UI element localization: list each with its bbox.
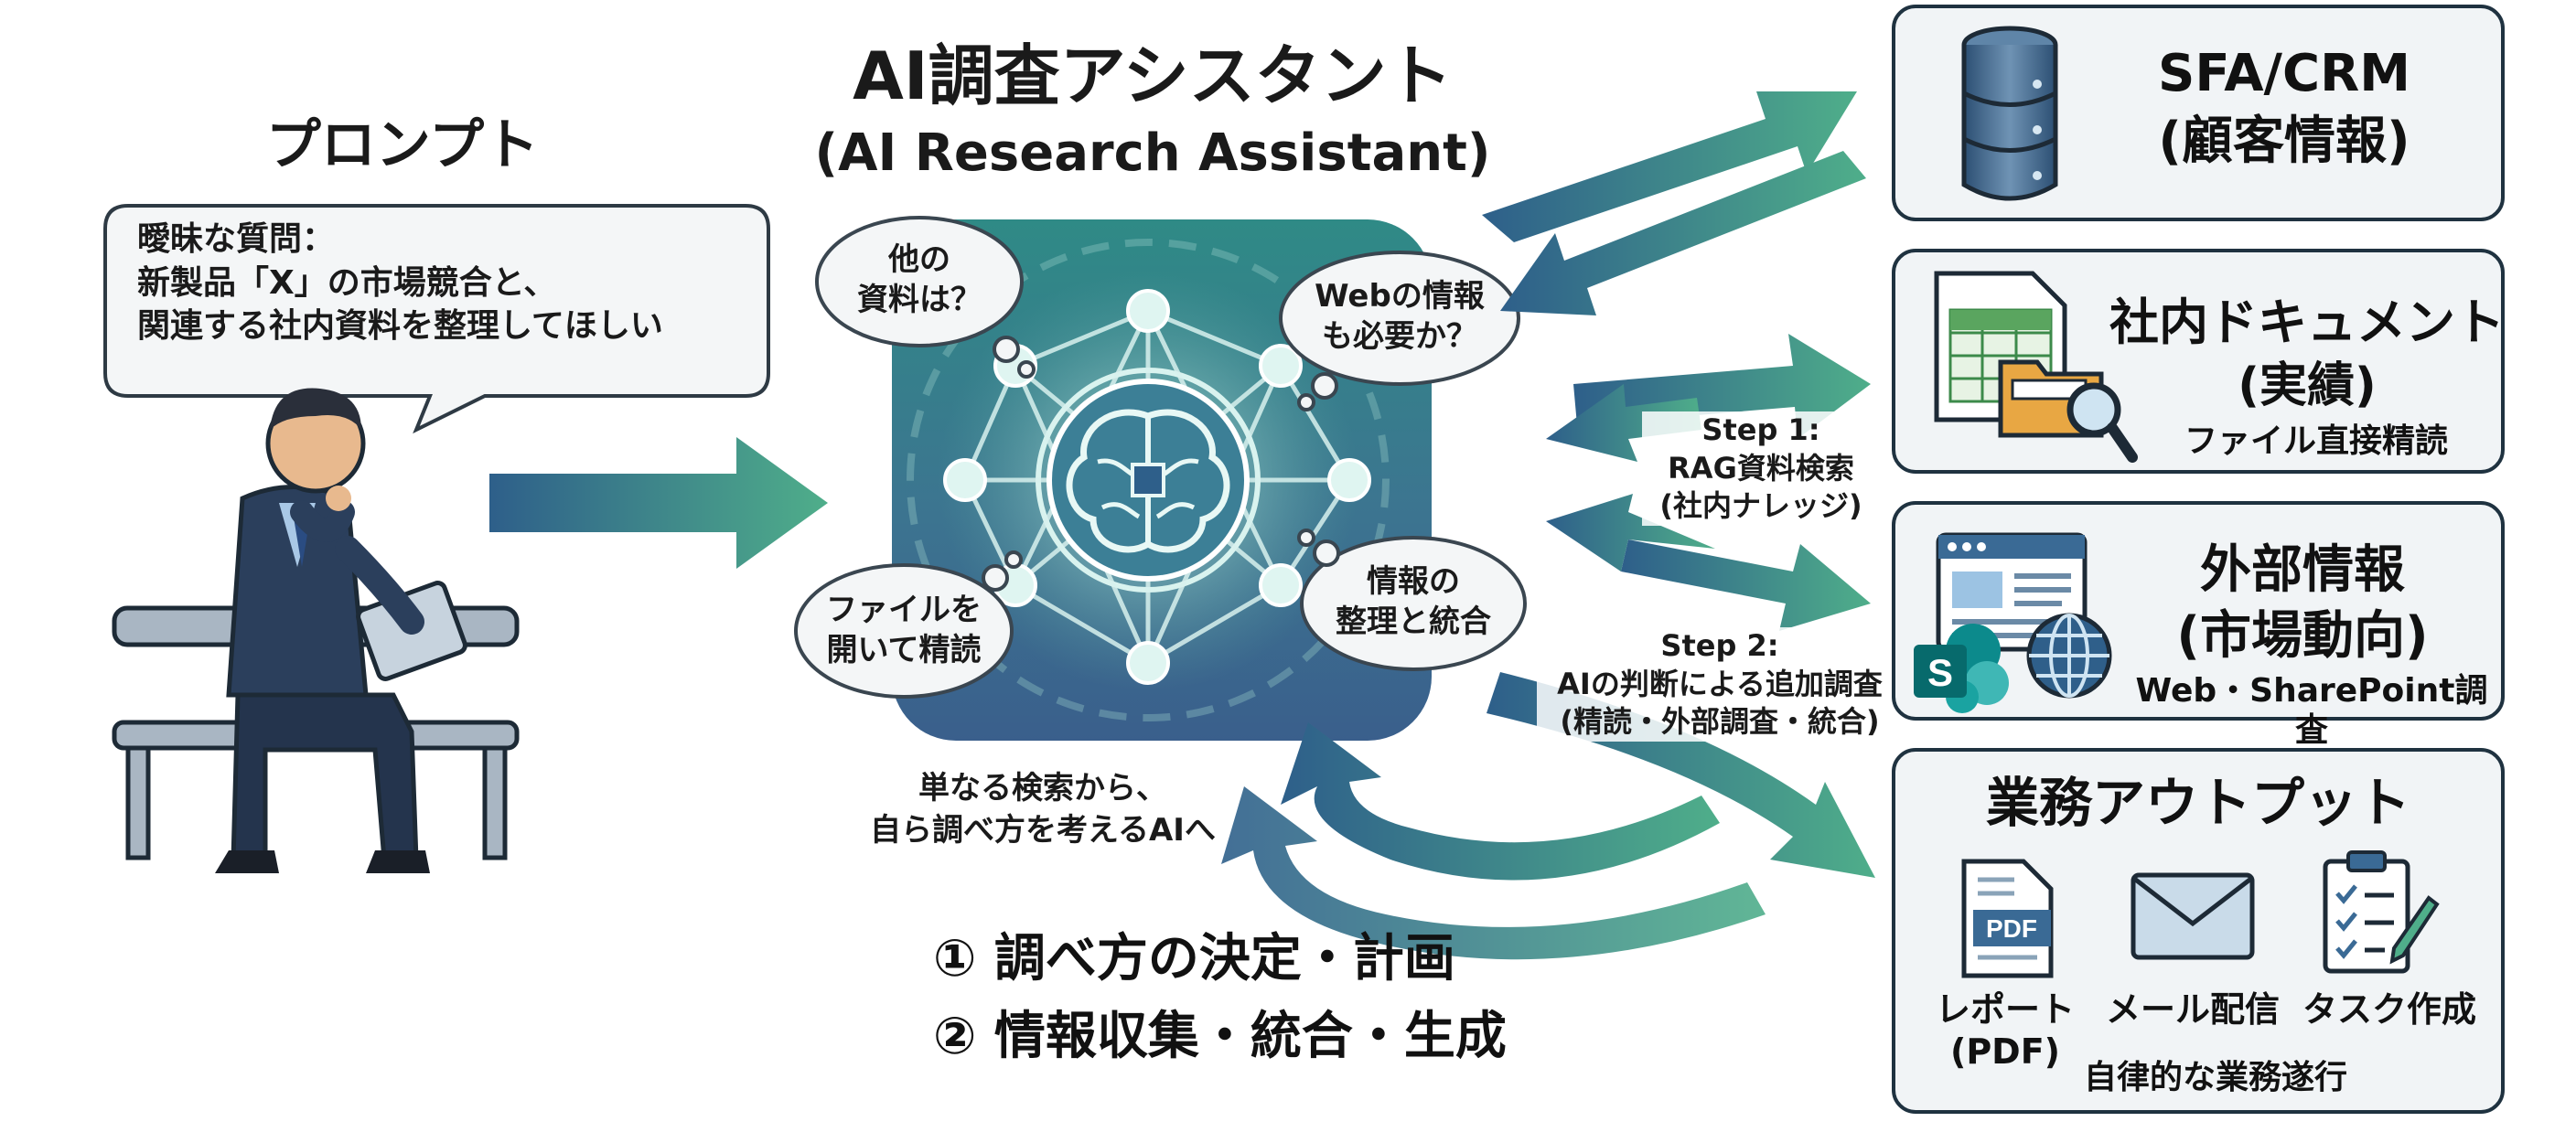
speech-line-2: 新製品「X」の市場競合と、 — [137, 263, 557, 302]
step1-title: Step 1: — [1701, 412, 1820, 447]
docs-title: 社内ドキュメント — [2109, 294, 2505, 351]
panel-business-output: 業務アウトプット PDF レポート (PDF) メール配信 タスク作成 自律的な… — [1892, 748, 2505, 1114]
panel-internal-docs: 社内ドキュメント (実績) ファイル直接精読 — [1892, 249, 2505, 474]
arrow-return-loop-outer — [1221, 786, 1766, 960]
sfa-subtitle: (顧客情報) — [2158, 112, 2410, 171]
arrow-from-sfa-in — [1500, 151, 1866, 315]
thought-other-docs: 他の 資料は？ — [819, 240, 1020, 320]
thought-other-docs-line1: 他の — [888, 241, 950, 278]
docs-note: ファイル直接精読 — [2184, 422, 2448, 460]
output-report-line2: (PDF) — [1949, 1031, 2061, 1072]
step2-label: Step 2: AIの判断による追加調査 (精読・外部調査・統合) — [1537, 627, 1903, 742]
sfa-title: SFA/CRM — [2158, 44, 2410, 103]
pdf-document-icon: PDF — [1961, 859, 2054, 978]
output-task-label: タスク作成 — [2302, 989, 2476, 1030]
docs-subtitle: (実績) — [2238, 358, 2377, 413]
assistant-title: AI調査アシスタント — [853, 37, 1453, 114]
thought-read-files-line2: 開いて精読 — [826, 632, 982, 669]
assistant-subtitle: (AI Research Assistant) — [814, 123, 1491, 183]
arrow-return-loop — [1281, 722, 1720, 881]
arrow-to-external-out — [1621, 539, 1871, 631]
prompt-title: プロンプト — [265, 113, 540, 177]
pdf-icon-text: PDF — [1986, 914, 2037, 943]
magnifier-icon — [2066, 382, 2138, 463]
step2-line3: (精読・外部調査・統合) — [1560, 704, 1880, 740]
envelope-icon — [2131, 872, 2255, 960]
network-nodes — [943, 289, 1371, 685]
thought-web-line2: も必要か？ — [1322, 318, 1477, 356]
step2-title: Step 2: — [1660, 628, 1779, 663]
businessman-figure — [112, 388, 520, 873]
thought-organize: 情報の 整理と統合 — [1304, 561, 1523, 642]
gear-ring — [907, 239, 1390, 721]
thought-web-line1: Webの情報 — [1315, 278, 1485, 315]
panel-external-info: S 外部情報 (市場動向) Web・SharePoint調査 — [1892, 501, 2505, 749]
step1-line2: RAG資料検索 — [1668, 450, 1854, 486]
thought-read-files-line1: ファイルを — [826, 592, 982, 628]
thought-read-files: ファイルを 開いて精読 — [798, 590, 1010, 670]
globe-icon — [2026, 613, 2112, 699]
assistant-caption: 単なる検索から、 自ら調べ方を考えるAIへ — [823, 768, 1262, 852]
external-subtitle: (市場動向) — [2176, 606, 2429, 666]
sharepoint-icon: S — [1914, 624, 2009, 713]
speech-line-3: 関連する社内資料を整理してほしい — [137, 307, 663, 346]
arrow-from-docs-in — [1546, 384, 1701, 462]
caption-line2: 自ら調べ方を考えるAIへ — [870, 811, 1216, 849]
arrow-from-external-in — [1546, 494, 1715, 572]
step-list-2: ② 情報収集・統合・生成 — [933, 1007, 1507, 1066]
thought-organize-line2: 整理と統合 — [1336, 604, 1491, 641]
clipboard-checklist-icon — [2323, 850, 2440, 974]
panel-sfa-crm: SFA/CRM (顧客情報) — [1892, 5, 2505, 221]
step2-line2: AIの判断による追加調査 — [1557, 666, 1883, 701]
thought-web: Webの情報 も必要か？ — [1285, 276, 1514, 357]
prompt-speech-text: 曖昧な質問： 新製品「X」の市場競合と、 関連する社内資料を整理してほしい — [137, 218, 768, 348]
speech-bubble — [103, 204, 770, 434]
thought-bubbles — [794, 216, 1527, 699]
speech-line-1: 曖昧な質問： — [137, 220, 336, 258]
step-list-1: ① 調べ方の決定・計画 — [933, 929, 1455, 988]
brain-icon — [1046, 379, 1250, 582]
thought-organize-line1: 情報の — [1367, 563, 1460, 600]
step1-label: Step 1: RAG資料検索 (社内ナレッジ) — [1642, 411, 1880, 526]
prompt-to-ai-arrow — [489, 437, 828, 569]
external-title: 外部情報 — [2200, 540, 2405, 600]
svg-text:S: S — [1927, 651, 1953, 694]
output-mail-label: メール配信 — [2105, 989, 2280, 1030]
output-note: 自律的な業務遂行 — [2083, 1059, 2347, 1096]
output-title: 業務アウトプット — [1985, 772, 2410, 834]
thought-other-docs-line2: 資料は？ — [857, 282, 982, 319]
caption-line1: 単なる検索から、 — [918, 770, 1167, 807]
step1-line3: (社内ナレッジ) — [1659, 488, 1862, 524]
arrow-to-sfa-out — [1482, 91, 1857, 242]
database-icon — [1961, 26, 2058, 201]
external-note: Web・SharePoint調査 — [2135, 672, 2488, 750]
output-report-line1: レポート — [1935, 989, 2075, 1030]
output-report-label: レポート (PDF) — [1914, 989, 2097, 1073]
